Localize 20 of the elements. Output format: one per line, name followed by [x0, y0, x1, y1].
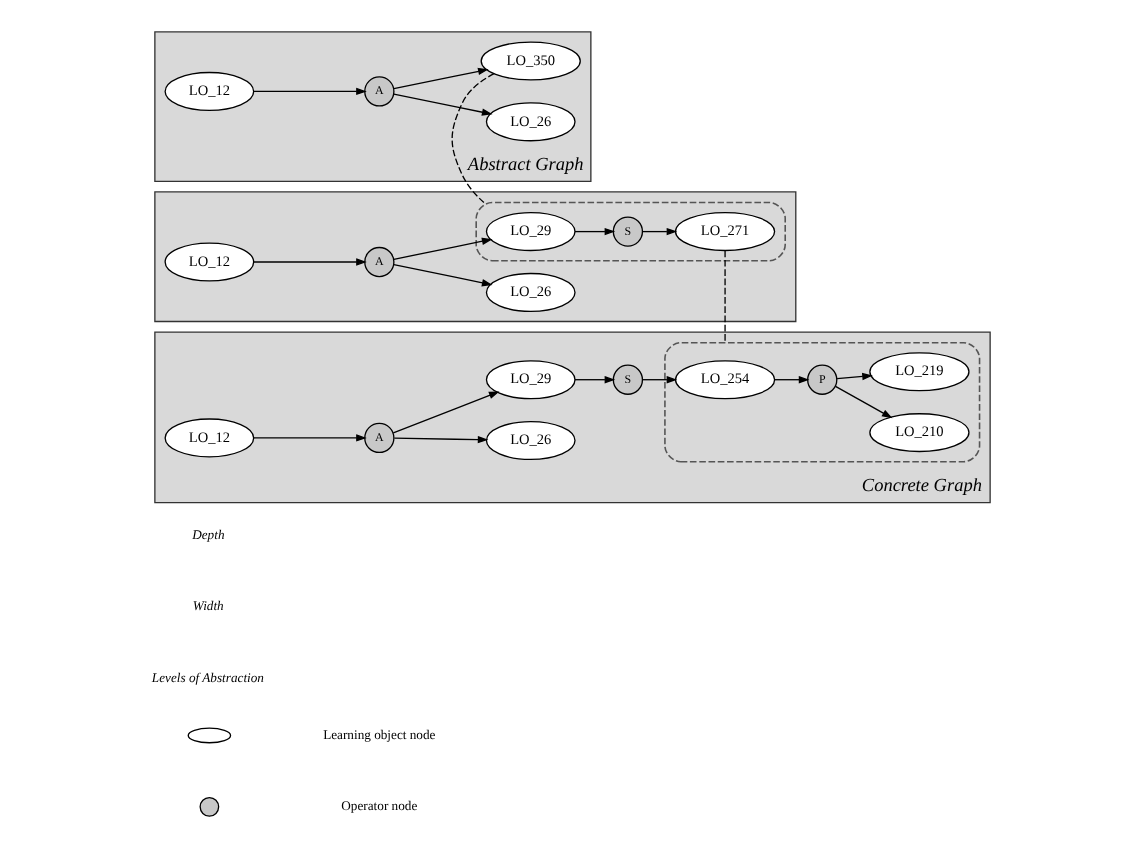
- arrow: [252, 87, 367, 96]
- arrow: [393, 435, 489, 444]
- arrow: [574, 376, 616, 384]
- arrow: [392, 391, 500, 434]
- arrow: [834, 385, 893, 419]
- arrow: [393, 93, 493, 116]
- cluster: [475, 201, 786, 262]
- arrow: [393, 264, 493, 287]
- arrow: [574, 227, 616, 236]
- arrow: [642, 376, 678, 384]
- arrow: [836, 372, 873, 381]
- arrow: [774, 376, 810, 384]
- arrow: [252, 434, 367, 442]
- arrow: [393, 67, 489, 90]
- arrow: [642, 227, 678, 236]
- arrow: [393, 237, 493, 260]
- cluster: [154, 191, 797, 323]
- connector: [451, 73, 495, 204]
- arrow: [252, 258, 367, 266]
- connector: [724, 250, 726, 344]
